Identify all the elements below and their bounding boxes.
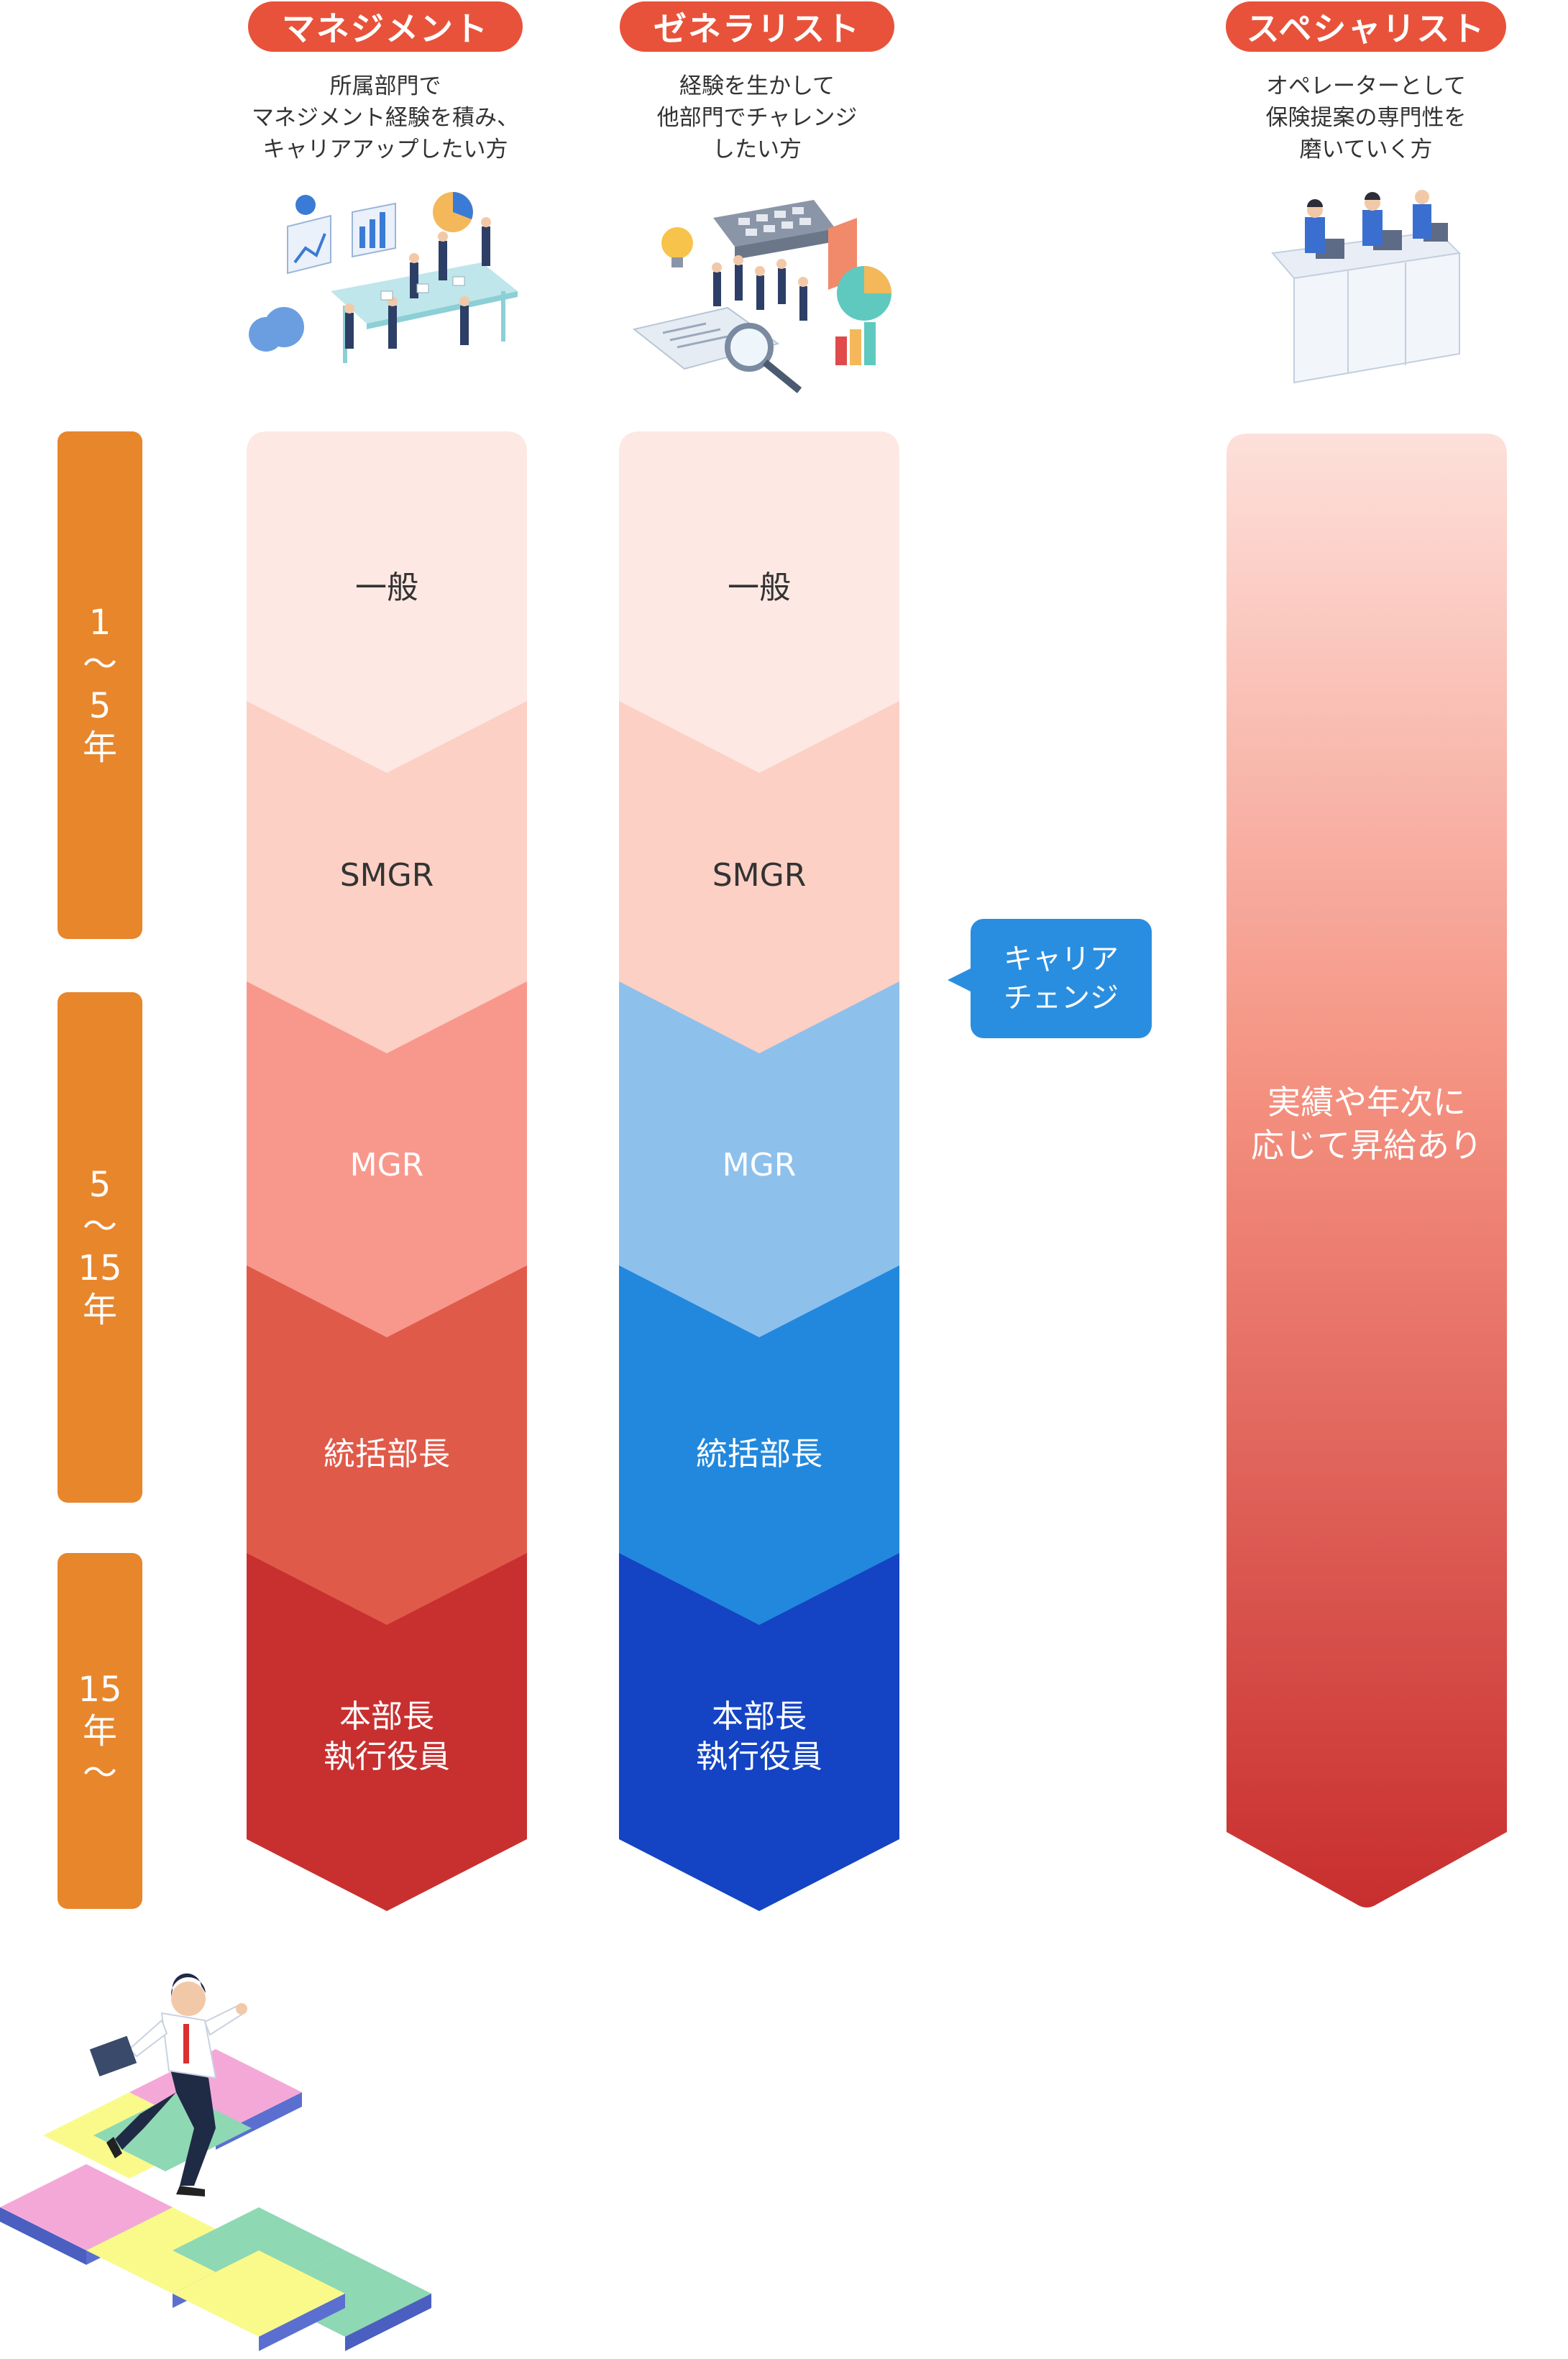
generalist-stage-general-label: 一般 xyxy=(728,569,791,606)
year-text: 5 xyxy=(88,686,111,726)
generalist-desc-line: 他部門でチャレンジ xyxy=(656,105,858,131)
specialist-operator-illustration xyxy=(1271,190,1462,384)
year-range-1-5: 1 〜 5 年 xyxy=(58,431,142,939)
year-text: 〜 xyxy=(82,644,117,684)
specialist-desc-line: 磨いていく方 xyxy=(1299,137,1433,162)
businessman xyxy=(89,1973,247,2197)
stage-mgr xyxy=(619,981,899,1341)
year-text: 〜 xyxy=(82,1206,117,1247)
year-text: 15 xyxy=(78,1248,122,1288)
year-text: 〜 xyxy=(82,1752,117,1793)
stage-general xyxy=(619,431,899,777)
year-text: 年 xyxy=(82,1710,117,1751)
stage-executive xyxy=(619,1553,899,1911)
stage-line: 執行役員 xyxy=(696,1739,822,1775)
stage-line: 本部長 xyxy=(712,1698,807,1735)
stage-division-head xyxy=(247,1265,527,1629)
specialist-arrow xyxy=(1227,434,1507,1907)
management-desc-line: マネジメント経験を積み、 xyxy=(252,105,519,131)
tiles xyxy=(0,2049,431,2351)
specialist-description: オペレーターとして 保険提案の専門性を 磨いていく方 xyxy=(1215,70,1517,165)
management-stage-smgr-label: SMGR xyxy=(339,857,434,894)
stage-executive xyxy=(247,1553,527,1911)
specialist-career-column: 実績や年次に 応じて昇給あり xyxy=(1227,434,1507,1911)
stage-line: 執行役員 xyxy=(324,1739,450,1775)
generalist-stage-executive-label: 本部長 執行役員 xyxy=(619,1697,899,1777)
specialist-title: スペシャリスト xyxy=(1226,1,1506,52)
stage-line: 本部長 xyxy=(339,1698,434,1735)
management-title: マネジメント xyxy=(248,1,523,52)
specialist-desc-line: オペレーターとして xyxy=(1265,73,1467,99)
generalist-title: ゼネラリスト xyxy=(620,1,894,52)
management-stage-executive-label: 本部長 執行役員 xyxy=(247,1697,527,1777)
year-range-15-plus: 15 年 〜 xyxy=(58,1553,142,1909)
generalist-desc-line: したい方 xyxy=(712,137,802,162)
management-career-column: 一般 SMGR MGR 統括部長 本部長 執行役員 xyxy=(247,431,527,1911)
specialist-note-line: 応じて昇給あり xyxy=(1251,1126,1482,1165)
career-change-text: チェンジ xyxy=(1004,981,1119,1014)
stage-division-head xyxy=(619,1265,899,1629)
stage-smgr xyxy=(247,701,527,1057)
generalist-chevrons xyxy=(619,431,899,1911)
year-text: 15 xyxy=(78,1669,122,1710)
management-desc-line: キャリアアップしたい方 xyxy=(262,137,508,162)
stage-mgr xyxy=(247,981,527,1341)
management-stage-mgr-label: MGR xyxy=(349,1147,424,1183)
specialist-note: 実績や年次に 応じて昇給あり xyxy=(1227,1081,1507,1167)
stage-general xyxy=(247,431,527,777)
year-text: 年 xyxy=(82,1290,117,1330)
management-stage-division-head-label: 統括部長 xyxy=(324,1436,450,1472)
running-businessman-illustration xyxy=(0,1973,431,2351)
management-description: 所属部門で マネジメント経験を積み、 キャリアアップしたい方 xyxy=(234,70,536,165)
specialist-desc-line: 保険提案の専門性を xyxy=(1265,105,1467,131)
management-stage-general-label: 一般 xyxy=(355,569,418,606)
generalist-career-column: 一般 SMGR MGR 統括部長 本部長 執行役員 xyxy=(619,431,899,1911)
specialist-arrow-shape xyxy=(1227,434,1507,1907)
career-change-bubble-tail xyxy=(948,968,972,992)
generalist-description: 経験を生かして 他部門でチャレンジ したい方 xyxy=(606,70,908,165)
management-meeting-illustration xyxy=(249,192,518,363)
career-change-bubble: キャリア チェンジ xyxy=(971,919,1152,1038)
generalist-stage-smgr-label: SMGR xyxy=(712,857,807,894)
management-desc-line: 所属部門で xyxy=(329,73,441,99)
year-text: 年 xyxy=(82,728,117,768)
stage-smgr xyxy=(619,701,899,1057)
year-text: 5 xyxy=(88,1165,111,1205)
year-range-5-15: 5 〜 15 年 xyxy=(58,992,142,1503)
generalist-stage-mgr-label: MGR xyxy=(722,1147,797,1183)
career-change-text: キャリア xyxy=(1004,943,1119,976)
management-chevrons xyxy=(247,431,527,1911)
generalist-desc-line: 経験を生かして xyxy=(679,73,835,99)
year-text: 1 xyxy=(88,603,111,643)
generalist-stage-division-head-label: 統括部長 xyxy=(696,1436,822,1472)
specialist-note-line: 実績や年次に xyxy=(1267,1083,1466,1122)
generalist-analysis-illustration xyxy=(632,200,891,393)
